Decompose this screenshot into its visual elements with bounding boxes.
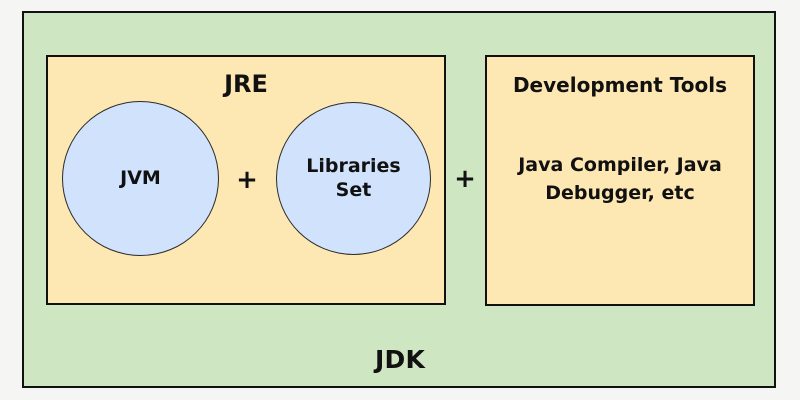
jdk-label: JDK — [374, 345, 426, 374]
jvm-circle: JVM — [62, 101, 219, 256]
plus-operator-inner: + — [236, 165, 258, 195]
development-tools-title: Development Tools — [512, 73, 728, 97]
plus-operator-outer: + — [454, 164, 476, 194]
jvm-label: JVM — [120, 166, 161, 189]
development-tools-body: Java Compiler, Java Debugger, etc — [518, 154, 722, 204]
libraries-set-circle: Libraries Set — [276, 102, 431, 255]
libraries-set-label: Libraries Set — [306, 154, 401, 201]
development-tools-container — [485, 55, 755, 306]
jre-label: JRE — [224, 70, 268, 98]
